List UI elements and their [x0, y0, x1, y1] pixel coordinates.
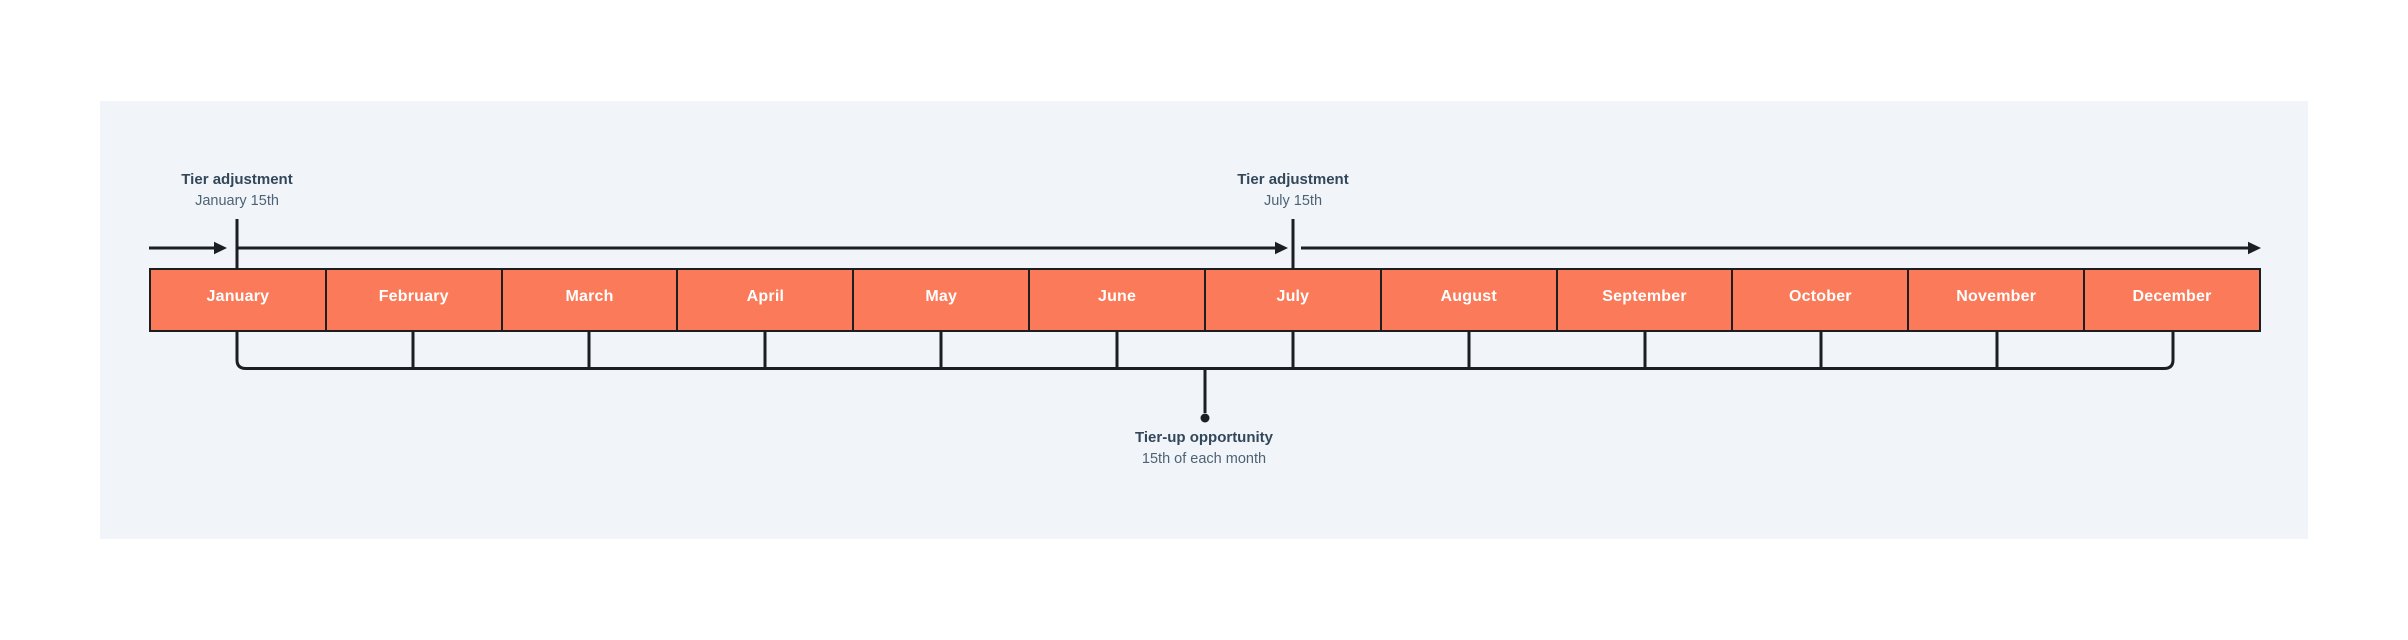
- month-block-october: October: [1733, 270, 1910, 330]
- month-label: July: [1276, 288, 1310, 305]
- tier-up-opportunity-annotation: Tier-up opportunity 15th of each month: [1135, 428, 1273, 470]
- month-label: June: [1097, 288, 1137, 305]
- month-label: May: [925, 288, 958, 305]
- annotation-title: Tier adjustment: [1237, 171, 1349, 188]
- january-tier-adjustment-annotation: Tier adjustment January 15th: [181, 170, 292, 212]
- month-block-june: June: [1030, 270, 1206, 330]
- month-block-november: November: [1909, 270, 2086, 330]
- month-label: August: [1440, 288, 1497, 305]
- month-bar: January February March April May June Ju…: [149, 268, 2261, 332]
- month-label: September: [1602, 288, 1687, 305]
- month-block-july: July: [1205, 270, 1382, 330]
- month-label: April: [746, 288, 785, 305]
- month-block-august: August: [1381, 270, 1558, 330]
- annotation-subtitle: January 15th: [195, 193, 279, 210]
- month-label: March: [565, 288, 614, 305]
- month-label: February: [378, 288, 449, 305]
- month-block-september: September: [1557, 270, 1734, 330]
- month-block-april: April: [678, 270, 855, 330]
- month-label: October: [1788, 288, 1852, 305]
- july-tier-adjustment-annotation: Tier adjustment July 15th: [1237, 170, 1348, 212]
- month-block-march: March: [502, 270, 679, 330]
- annotation-title: Tier-up opportunity: [1134, 429, 1274, 446]
- month-block-december: December: [2085, 270, 2259, 330]
- month-block-january: January: [151, 270, 327, 330]
- month-label: January: [206, 288, 270, 305]
- annotation-title: Tier adjustment: [181, 171, 293, 188]
- month-block-may: May: [854, 270, 1031, 330]
- month-block-february: February: [326, 270, 503, 330]
- month-label: December: [2132, 288, 2212, 305]
- annotation-subtitle: July 15th: [1263, 193, 1323, 210]
- month-label: November: [1956, 288, 2037, 305]
- annotation-subtitle: 15th of each month: [1141, 451, 1267, 468]
